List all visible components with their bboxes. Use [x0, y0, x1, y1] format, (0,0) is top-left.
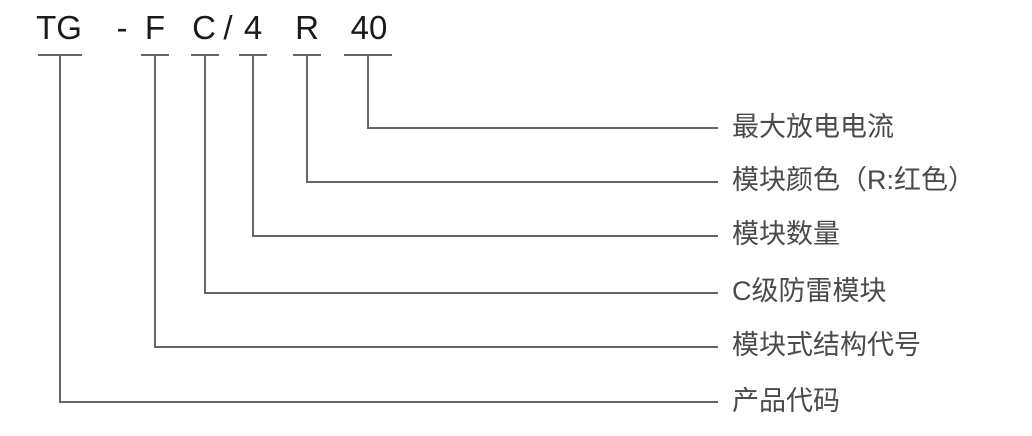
label-module-quantity: 模块数量 [732, 219, 840, 249]
code-segment-sep: - [116, 9, 128, 46]
code-segment-TG: TG [36, 9, 82, 46]
label-max-discharge-current: 最大放电电流 [732, 112, 894, 142]
code-segment-C: C [192, 9, 216, 46]
code-segment-R: R [295, 9, 319, 46]
label-class-c-spd-module: C级防雷模块 [732, 276, 887, 306]
label-modular-structure-code: 模块式结构代号 [732, 330, 921, 360]
label-module-color: 模块颜色（R:红色） [732, 165, 975, 195]
code-segment-40: 40 [350, 9, 388, 46]
code-segment-4: 4 [243, 9, 263, 46]
code-segment-F: F [144, 9, 166, 46]
code-segment-sep: / [223, 9, 233, 46]
label-product-code: 产品代码 [732, 386, 840, 416]
